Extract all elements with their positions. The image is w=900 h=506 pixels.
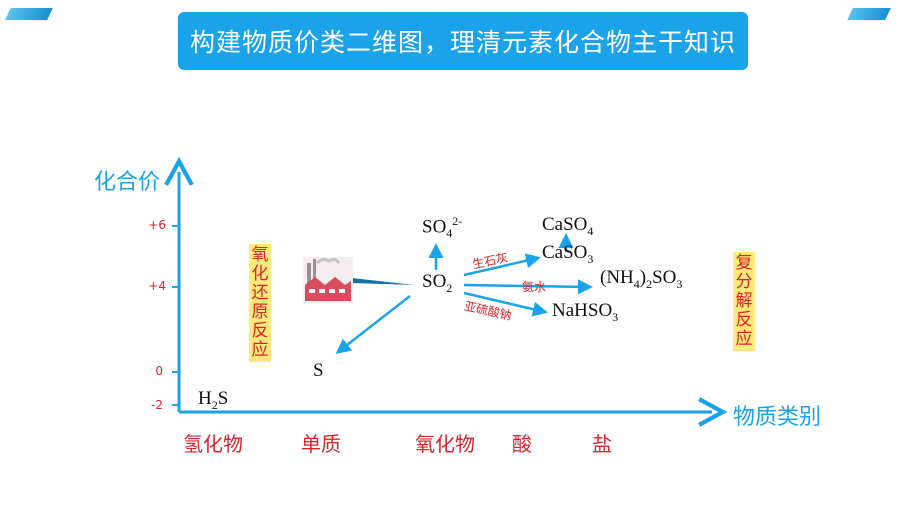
species-s: S: [313, 360, 324, 381]
arrow-so2-to-nh4so3: [463, 279, 593, 295]
double-decomposition-label: 复分解反应: [733, 252, 755, 351]
x-category-acid: 酸: [512, 432, 532, 456]
species-h2s: H2S: [198, 388, 229, 412]
arrow-so2-to-nahso3: [463, 291, 548, 317]
species-nahso3: NaHSO3: [552, 300, 619, 324]
species-caso4: CaSO4: [542, 214, 594, 238]
factory-connector: [352, 278, 414, 285]
title-banner: 构建物质价类二维图，理清元素化合物主干知识: [178, 12, 748, 70]
y-tick-plus6: +6: [148, 218, 166, 232]
species-so4: SO42-: [422, 214, 463, 241]
x-category-hydride: 氢化物: [183, 432, 243, 456]
page-title: 构建物质价类二维图，理清元素化合物主干知识: [189, 28, 736, 57]
y-axis-title: 化合价: [94, 170, 161, 195]
species-caso3: CaSO3: [542, 242, 594, 266]
reagent-ammonia-label: 氨水: [522, 280, 547, 294]
redox-reaction-label: 氧化还原反应: [249, 244, 271, 362]
species-so2: SO2: [422, 271, 453, 295]
y-tick-plus4: +4: [148, 279, 166, 293]
y-tick-minus2: -2: [151, 398, 163, 412]
factory-icon: [303, 257, 353, 303]
species-nh4-2so3: (NH4)2SO3: [600, 267, 683, 291]
x-category-salt: 盐: [592, 432, 612, 456]
x-axis-title: 物质类别: [733, 405, 822, 430]
arrow-so2-to-caso3: [463, 253, 541, 277]
y-tick-zero: 0: [155, 364, 163, 378]
arrow-so2-to-s: [335, 295, 411, 354]
x-category-oxide: 氧化物: [415, 432, 475, 456]
x-category-element: 单质: [301, 432, 341, 456]
